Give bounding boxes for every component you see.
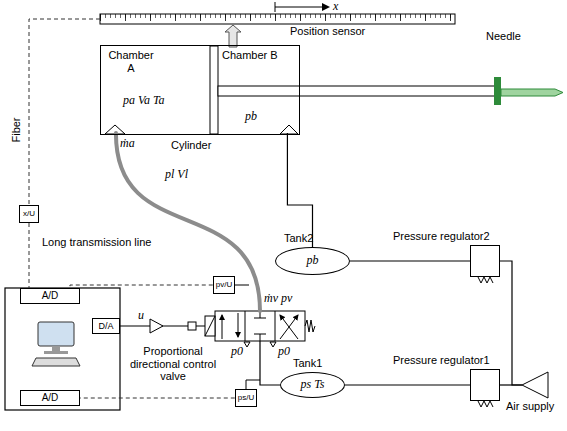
node-text: ps Ts [301, 378, 325, 392]
node-text: pv/U [216, 280, 232, 289]
x-direction-arrow [275, 2, 330, 12]
signal-label: pl Vl [165, 168, 188, 182]
transducer: x/U [19, 205, 39, 223]
axis-label: x [333, 0, 338, 14]
node-text: Pressure regulator2 [393, 230, 490, 243]
air-supply: Air supply [522, 372, 548, 398]
signal-label: p0 [231, 345, 243, 359]
pneumatic-line [345, 384, 470, 385]
pneumatic-line [500, 384, 522, 385]
air-supply-symbol [522, 372, 548, 398]
signal-label: u [138, 309, 144, 323]
node-text: pa Va Ta [123, 94, 165, 108]
ad-converter: A/D [20, 390, 80, 406]
tank: Tank2pb [275, 247, 350, 275]
node-text: Cylinder [171, 139, 211, 152]
transducer: ps/U [235, 389, 257, 407]
position-ruler [100, 14, 455, 24]
transmission-line [116, 133, 260, 311]
node-text: Tank2 [284, 232, 313, 245]
node-text: A/D [42, 290, 59, 302]
signal-label: ṁv pv [264, 292, 292, 306]
cylinder: CylinderChamber Apa Va TaChamber Bpb [100, 45, 300, 135]
node-text: pb [245, 110, 257, 124]
transducer: pv/U [213, 276, 235, 294]
sensor-pointer-arrow [225, 25, 241, 47]
pneumatic-line [350, 260, 470, 261]
node-text: Pressure regulator1 [393, 354, 490, 367]
tank: Tank1ps Ts [280, 372, 345, 398]
node-text: D/A [98, 321, 113, 331]
node-text: Chamber A [105, 49, 157, 74]
pneumatic-line [287, 133, 312, 247]
piston-rod-needle [105, 46, 563, 134]
computer [5, 288, 120, 410]
signal-label: p0 [278, 345, 290, 359]
signal-wire [80, 398, 235, 399]
pressure-regulator: Pressure regulator1 [470, 369, 500, 401]
node-text: A/D [42, 392, 59, 404]
ad-converter: A/D [20, 288, 80, 304]
control-valve: Proportional directional control valve [205, 311, 315, 341]
signal-label: ṁa [120, 137, 135, 151]
da-converter: D/A [92, 318, 120, 334]
part-label: Needle [486, 30, 521, 43]
node-text: pb [307, 254, 319, 268]
chamber-a: Chamber A pa Va Ta [101, 46, 211, 133]
node-text: Tank1 [293, 357, 322, 370]
pneumatic-line [500, 261, 522, 385]
signal-wire [70, 285, 213, 288]
sensor-taps [234, 285, 260, 389]
node-text: Position sensor [290, 25, 365, 38]
node-text: ps/U [238, 393, 254, 402]
position-sensor: Position sensor [100, 4, 455, 40]
edge-label: Long transmission line [40, 236, 153, 249]
node-text: Chamber B [222, 49, 278, 62]
node-text: Air supply [506, 400, 554, 413]
pressure-regulator: Pressure regulator2 [470, 245, 500, 277]
signal-wire [29, 19, 100, 205]
node-text: x/U [23, 209, 35, 218]
node-text: Proportional directional control valve [118, 345, 228, 383]
chamber-b: Chamber B pb [219, 46, 298, 133]
signal-label: Fiber [10, 117, 23, 142]
pneumatic-line [260, 341, 280, 385]
signal-wire [29, 223, 30, 288]
